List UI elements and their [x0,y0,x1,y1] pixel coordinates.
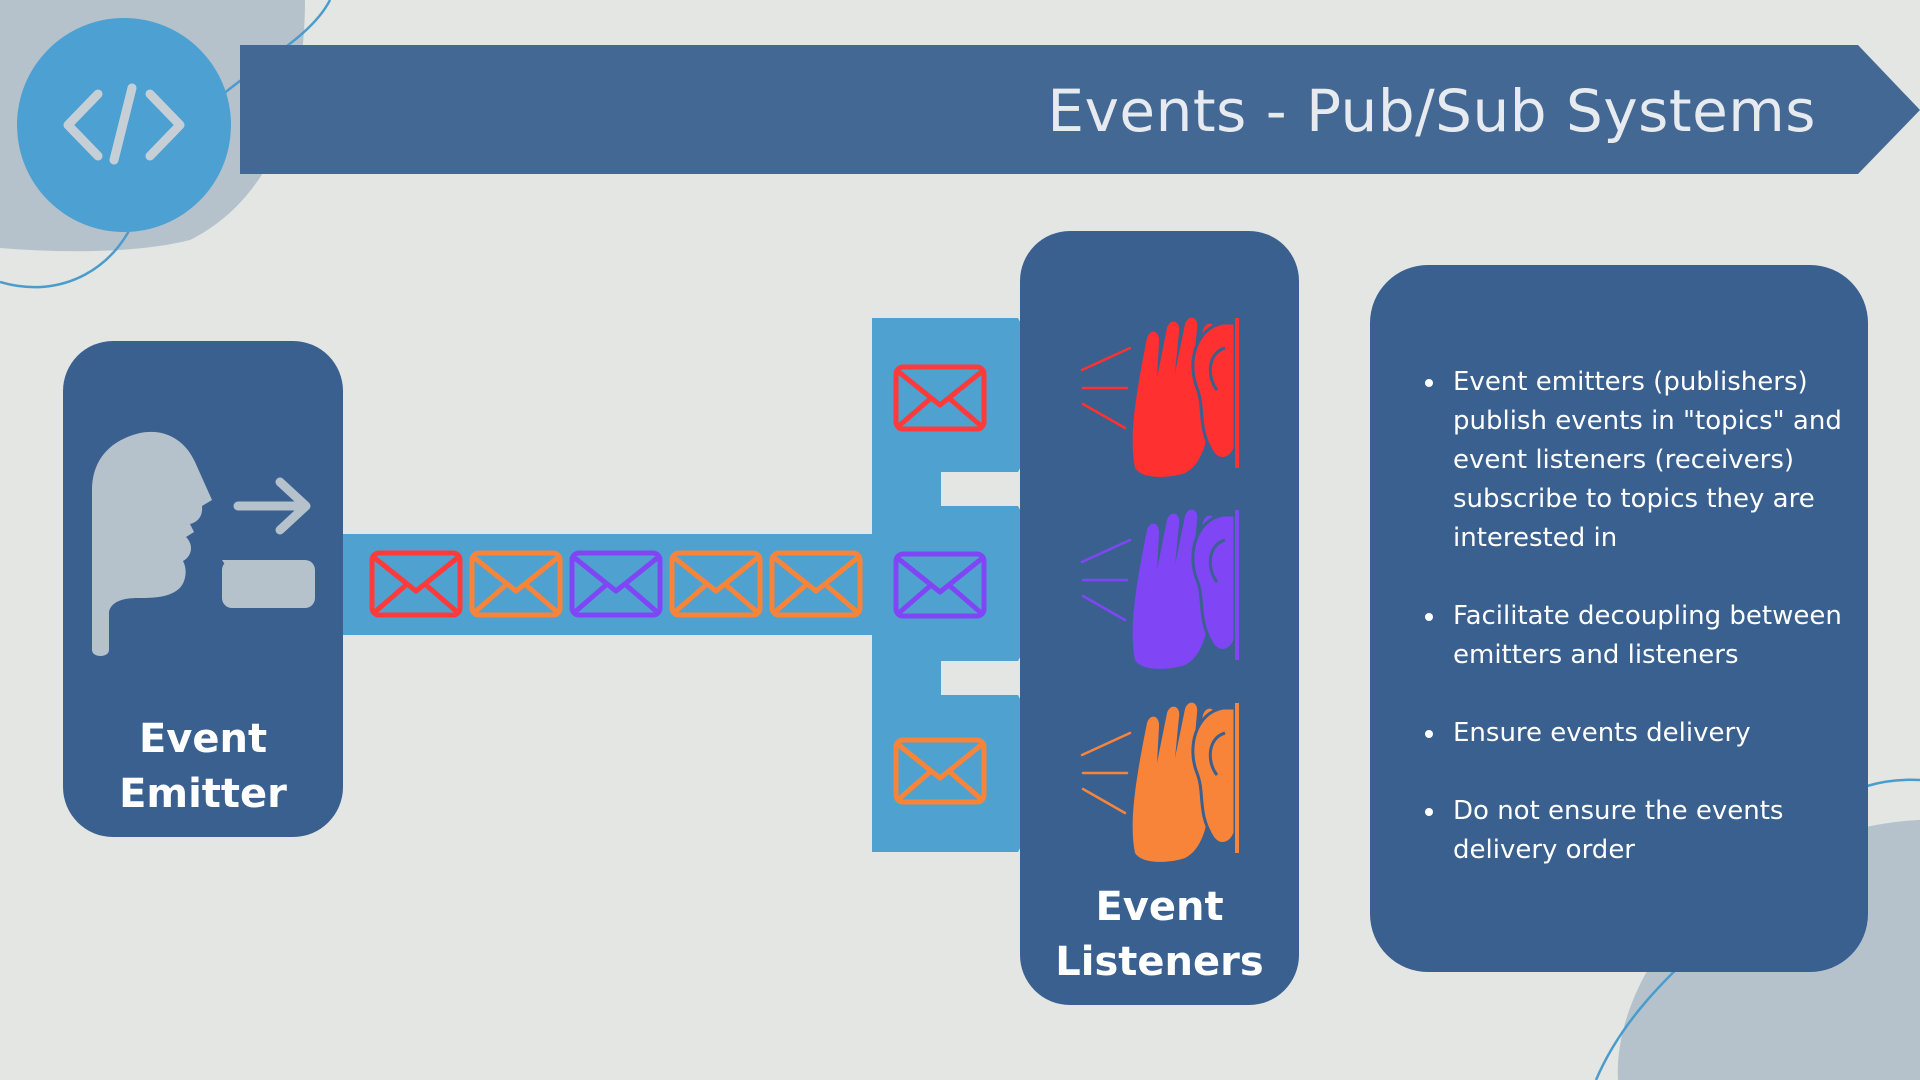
listeners-label: Event Listeners [1020,880,1299,990]
bullet-item: Facilitate decoupling between emitters a… [1423,597,1848,675]
envelope-icon [769,550,863,618]
envelope-icon [893,551,987,619]
envelope-icon [893,364,987,432]
listening-hand-icon [1080,317,1239,477]
bullet-item: Do not ensure the events delivery order [1423,792,1848,870]
listening-hand-icon [1080,702,1239,862]
info-bullets: Event emitters (publishers) publish even… [1423,363,1848,909]
arrow-right-icon [233,477,311,535]
emitter-label-line2: Emitter [119,771,287,817]
speaking-head-icon [92,431,315,656]
emitter-label: Event Emitter [63,712,343,822]
envelope-icon [669,550,763,618]
listeners-label-line1: Event [1095,884,1224,930]
envelope-icon [569,550,663,618]
listeners-label-line2: Listeners [1055,939,1264,985]
bullet-item: Event emitters (publishers) publish even… [1423,363,1848,558]
code-brackets-icon [63,83,185,165]
envelope-icon [469,550,563,618]
listening-hand-icon [1080,509,1239,669]
envelope-icon [893,737,987,805]
info-card: Event emitters (publishers) publish even… [1370,265,1868,972]
emitter-label-line1: Event [138,716,268,762]
topic-router [872,318,1060,852]
title-banner [240,45,1920,174]
page-title: Events - Pub/Sub Systems [1047,77,1816,145]
bullet-item: Ensure events delivery [1423,714,1848,753]
envelope-icon [369,550,463,618]
logo-circle [17,18,231,232]
banner-arrow [240,45,1920,174]
